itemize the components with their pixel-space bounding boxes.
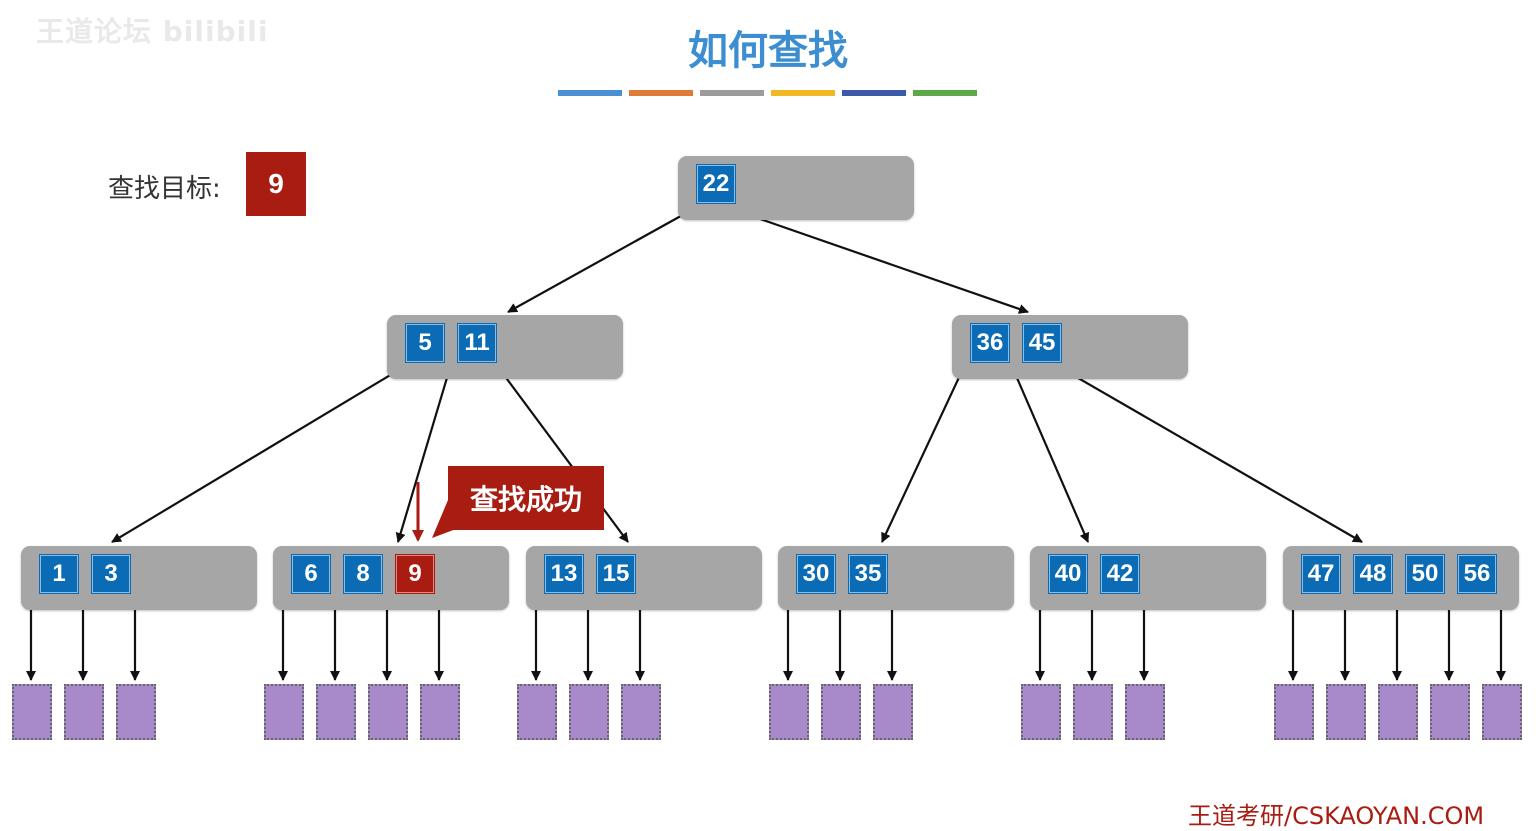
tree-key: 13 [544,554,584,594]
tree-edge [507,211,689,313]
external-leaf [368,684,408,740]
tree-key: 3 [91,554,131,594]
watermark-logo: 王道论坛 bilibili [36,15,269,48]
tree-key: 15 [596,554,636,594]
tree-key: 50 [1405,554,1445,594]
found-key: 9 [395,554,435,594]
external-leaf [420,684,460,740]
external-leaf [316,684,356,740]
external-leaf [1125,684,1165,740]
tree-key: 30 [796,554,836,594]
external-leaf [1378,684,1418,740]
color-bar-segment [629,90,693,96]
tree-edge [395,370,451,543]
leaf-level-node: 30 35 [778,546,1014,610]
external-leaf [569,684,609,740]
external-leaf [1430,684,1470,740]
page-title: 如何查找 [688,28,848,74]
external-leaf [64,684,104,740]
tree-key: 1 [39,554,79,594]
tree-key: 6 [291,554,331,594]
internal-node: 5 11 [387,315,623,379]
tree-edge [500,370,629,543]
root-node: 22 [678,156,914,220]
external-leaf [12,684,52,740]
external-leaf [1274,684,1314,740]
tree-edge [881,370,963,543]
external-leaf [264,684,304,740]
search-target-value: 9 [246,152,306,216]
color-bar-segment [771,90,835,96]
external-leaf [1482,684,1522,740]
color-bar [558,90,977,96]
tree-key: 8 [343,554,383,594]
external-leaf [769,684,809,740]
tree-key: 56 [1457,554,1497,594]
tree-edge [1012,370,1090,543]
tree-key: 47 [1301,554,1341,594]
tree-key: 22 [696,164,736,204]
tree-key: 35 [848,554,888,594]
leaf-level-node: 40 42 [1030,546,1266,610]
tree-key: 5 [405,323,445,363]
tree-edge [1065,370,1363,543]
tree-key: 11 [457,323,497,363]
search-target-label: 查找目标: [108,174,221,204]
tree-key: 42 [1100,554,1140,594]
tree-edge [739,210,1029,314]
external-leaf [621,684,661,740]
external-leaf [1073,684,1113,740]
leaf-level-node: 13 15 [526,546,762,610]
external-leaf [116,684,156,740]
tree-key: 48 [1353,554,1393,594]
tree-edge [111,370,398,543]
footer-brand: 王道考研/CSKAOYAN.COM [1188,802,1485,830]
color-bar-segment [700,90,764,96]
internal-node: 36 45 [952,315,1188,379]
external-leaf [1021,684,1061,740]
tree-key: 45 [1022,323,1062,363]
tree-key: 36 [970,323,1010,363]
color-bar-segment [913,90,977,96]
tree-key: 40 [1048,554,1088,594]
external-leaf [517,684,557,740]
leaf-level-node: 47 48 50 56 [1283,546,1519,610]
search-success-callout: 查找成功 [448,466,604,530]
external-leaf [821,684,861,740]
external-leaf [1326,684,1366,740]
external-leaf [873,684,913,740]
color-bar-segment [558,90,622,96]
color-bar-segment [842,90,906,96]
